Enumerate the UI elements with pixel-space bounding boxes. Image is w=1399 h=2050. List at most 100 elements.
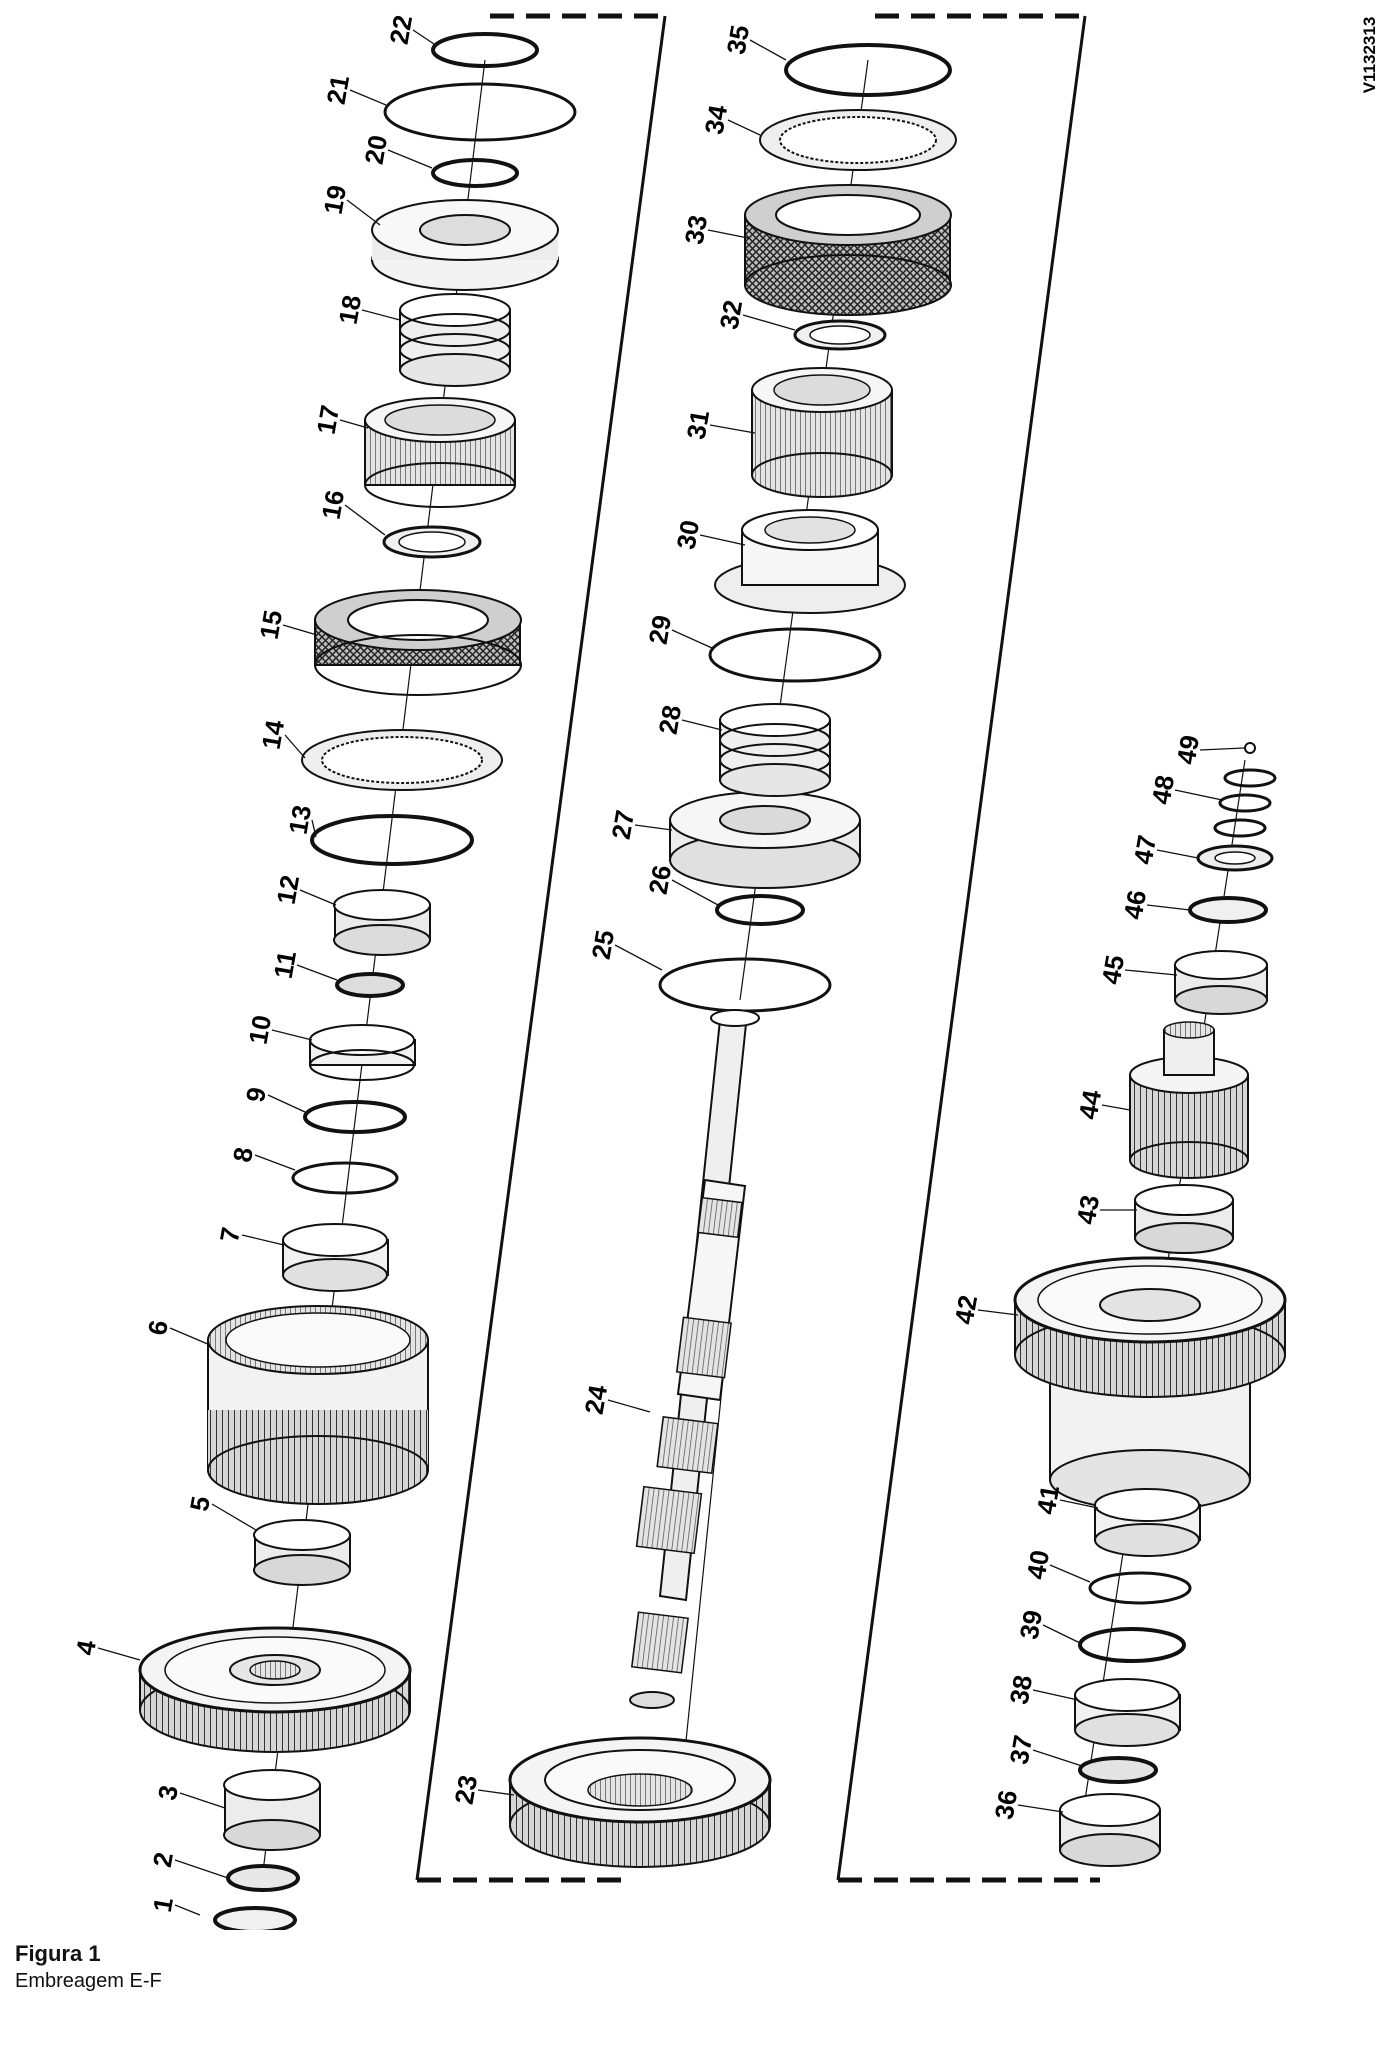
part-22-snap-ring bbox=[431, 32, 539, 68]
part-19-piston bbox=[371, 199, 559, 291]
leader-line-24 bbox=[607, 1399, 651, 1413]
callout-1: 1 bbox=[147, 1895, 179, 1914]
part-37-ring bbox=[1078, 1756, 1158, 1784]
part-30-cylinder bbox=[714, 509, 906, 614]
callout-7: 7 bbox=[214, 1225, 246, 1244]
leader-line-6 bbox=[169, 1327, 211, 1346]
part-23-gear bbox=[508, 1736, 772, 1868]
callout-6: 6 bbox=[142, 1318, 174, 1337]
callout-31: 31 bbox=[681, 408, 716, 442]
leader-line-23 bbox=[477, 1789, 515, 1796]
leader-line-25 bbox=[614, 944, 663, 971]
part-2-ring bbox=[226, 1864, 300, 1892]
callout-27: 27 bbox=[606, 808, 641, 842]
callout-8: 8 bbox=[227, 1145, 259, 1164]
leader-line-39 bbox=[1042, 1624, 1081, 1644]
leader-line-34 bbox=[727, 119, 761, 136]
leader-line-20 bbox=[387, 149, 433, 169]
part-13-ring bbox=[310, 814, 474, 866]
callout-48: 48 bbox=[1146, 773, 1181, 807]
part-5-bearing-cone bbox=[253, 1519, 351, 1586]
part-39-ring bbox=[1078, 1627, 1186, 1663]
callout-28: 28 bbox=[653, 703, 688, 737]
part-10-ring bbox=[309, 1024, 416, 1081]
callout-9: 9 bbox=[240, 1085, 272, 1104]
part-45-bearing bbox=[1174, 950, 1268, 1015]
callout-35: 35 bbox=[721, 23, 756, 57]
callout-15: 15 bbox=[254, 608, 289, 642]
part-43-bearing bbox=[1134, 1184, 1234, 1254]
callout-37: 37 bbox=[1004, 1733, 1039, 1767]
figure-subtitle: Embreagem E-F bbox=[15, 1970, 162, 1992]
part-1-nut bbox=[213, 1906, 297, 1934]
figure-title: Figura 1 bbox=[15, 1941, 101, 1966]
part-34-disc bbox=[759, 109, 957, 171]
part-4-gear bbox=[138, 1626, 412, 1753]
leader-line-48 bbox=[1174, 789, 1223, 801]
part-8-snap-ring bbox=[291, 1161, 399, 1195]
part-20-ring bbox=[431, 158, 519, 188]
leader-line-49 bbox=[1199, 747, 1245, 751]
leader-line-5 bbox=[211, 1503, 257, 1531]
leader-line-31 bbox=[709, 424, 756, 434]
callout-46: 46 bbox=[1118, 888, 1153, 922]
leader-line-22 bbox=[412, 29, 435, 45]
leader-line-21 bbox=[349, 89, 387, 106]
part-35-ring bbox=[784, 43, 952, 97]
callout-22: 22 bbox=[384, 13, 419, 47]
part-16-ring bbox=[382, 525, 482, 559]
leader-line-12 bbox=[299, 889, 337, 906]
part-24-shaft bbox=[629, 1009, 760, 1709]
part-6-drum bbox=[207, 1305, 429, 1505]
leader-line-33 bbox=[707, 229, 749, 239]
part-17-clutch-hub bbox=[364, 397, 516, 508]
callout-25: 25 bbox=[586, 928, 621, 962]
part-31-hub bbox=[751, 367, 893, 498]
leader-line-18 bbox=[361, 309, 401, 321]
leader-line-7 bbox=[241, 1234, 285, 1246]
callout-24: 24 bbox=[579, 1382, 614, 1416]
part-21-seal-ring bbox=[383, 82, 577, 142]
reference-code: V1132313 bbox=[1360, 17, 1379, 94]
assembly-brackets bbox=[415, 13, 1100, 1883]
leader-line-42 bbox=[977, 1309, 1019, 1316]
callout-20: 20 bbox=[359, 133, 394, 167]
diagram-canvas: V1132313 bbox=[70, 13, 1379, 1934]
leader-line-30 bbox=[699, 534, 746, 546]
part-36-bearing bbox=[1059, 1793, 1161, 1867]
part-27-piston bbox=[669, 791, 861, 889]
part-3-bearing bbox=[223, 1769, 321, 1851]
part-48-rings bbox=[1213, 768, 1277, 838]
part-32-ring bbox=[793, 319, 887, 351]
callout-21: 21 bbox=[321, 73, 356, 107]
callout-44: 44 bbox=[1073, 1087, 1108, 1121]
callout-42: 42 bbox=[949, 1293, 984, 1327]
callout-layer: 1234567891011121314151617181920212223242… bbox=[70, 13, 1245, 1916]
exploded-view-diagram: V1132313 bbox=[70, 13, 1379, 1934]
leader-line-4 bbox=[97, 1647, 141, 1661]
leader-line-10 bbox=[271, 1029, 313, 1041]
callout-34: 34 bbox=[699, 102, 734, 136]
part-47-nut bbox=[1196, 844, 1274, 872]
callout-5: 5 bbox=[184, 1494, 216, 1513]
leader-line-16 bbox=[344, 504, 386, 536]
leader-line-40 bbox=[1049, 1564, 1091, 1583]
leader-line-13 bbox=[311, 819, 317, 838]
leader-line-11 bbox=[296, 964, 338, 981]
leader-line-41 bbox=[1059, 1499, 1099, 1509]
leader-line-47 bbox=[1156, 849, 1199, 859]
part-44-pinion bbox=[1129, 1021, 1249, 1179]
part-49-ball bbox=[1244, 742, 1256, 754]
callout-16: 16 bbox=[316, 488, 351, 522]
part-33-friction-discs bbox=[744, 184, 952, 316]
callout-47: 47 bbox=[1128, 833, 1163, 867]
callout-3: 3 bbox=[152, 1783, 184, 1802]
callout-33: 33 bbox=[679, 213, 714, 247]
leader-line-32 bbox=[742, 314, 796, 331]
leader-line-17 bbox=[339, 419, 369, 429]
leader-line-2 bbox=[174, 1859, 229, 1879]
callout-26: 26 bbox=[643, 863, 678, 897]
leader-line-46 bbox=[1146, 904, 1191, 911]
callout-12: 12 bbox=[271, 873, 306, 907]
part-11-ring bbox=[335, 972, 405, 998]
